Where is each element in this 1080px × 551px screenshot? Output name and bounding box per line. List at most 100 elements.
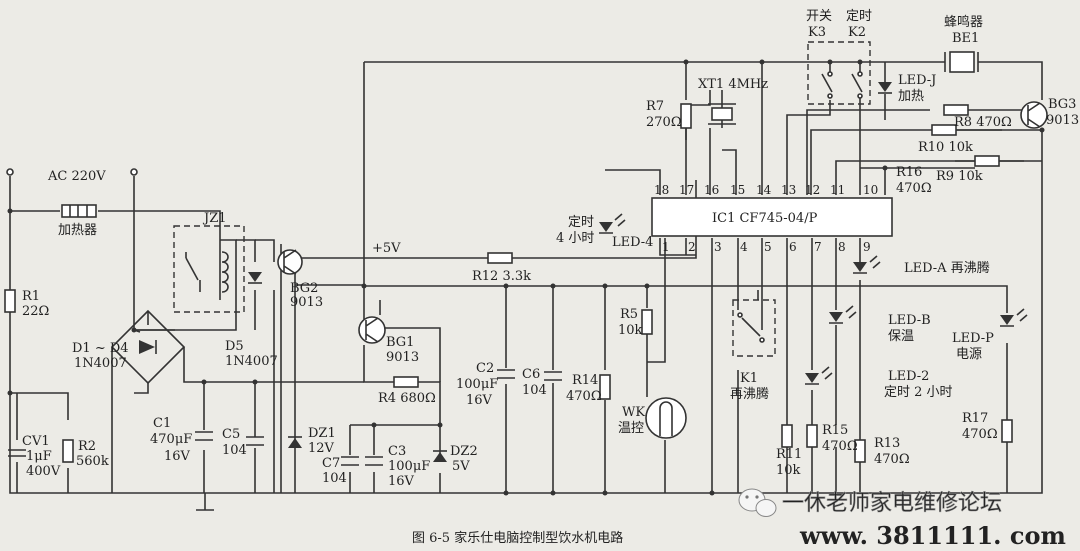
k1-value: 再沸腾 [730,386,769,402]
r10-label: R10 10k [918,140,973,155]
c2-capacitor [497,369,515,379]
plus5v-label: +5V [372,241,401,256]
r17-name: R17 [962,411,988,426]
r13-resistor [854,439,866,463]
be1-buzzer [949,51,975,73]
pin-16: 16 [704,183,719,197]
bg2-name: BG2 [290,281,318,296]
c2-name: C2 [476,361,494,376]
labels: AC 220V 加热器 JZ1 R1 22Ω CV1 1μF 400V R2 5… [22,9,1079,546]
led2-led [805,373,819,383]
ledb-name: LED-B [888,313,931,328]
cv1-voltage: 400V [26,464,61,479]
dz2-name: DZ2 [450,444,478,459]
c3-voltage: 16V [388,474,415,489]
r1-resistor [4,289,16,313]
wiring [9,61,1043,510]
cv1-name: CV1 [22,434,50,449]
wk-name: WK [622,405,645,420]
figure-caption: 图 6-5 家乐仕电脑控制型饮水机电路 [412,530,623,546]
c5-value: 104 [222,443,247,458]
bridge-name: D1 ~ D4 [72,341,129,356]
r11-name: R11 [776,447,802,462]
k1-name: K1 [740,371,758,386]
led4-led [599,222,613,232]
wechat-icon [738,488,777,517]
led2-value: 定时 2 小时 [884,385,953,400]
be1-text2: BE1 [952,31,979,46]
bridge-diode [139,340,155,354]
r9-resistor [974,155,1000,167]
k3-text1: 开关 [806,9,832,24]
pin-11: 11 [830,183,845,197]
pin-8: 8 [838,240,846,254]
wk-thermostat [645,397,687,439]
r14-name: R14 [572,373,598,388]
c7-value: 104 [322,471,347,486]
heater-element [61,204,97,218]
dz2-zener [433,452,447,462]
k1-switch-box [732,299,776,357]
c7-name: C7 [322,456,340,471]
ac-label: AC 220V [47,169,106,184]
relay-box [173,225,245,313]
d5-name: D5 [225,339,244,354]
k3-k2-switch-box [807,41,871,105]
r15-name: R15 [822,423,848,438]
r2-value: 560k [76,454,109,469]
ic1-chip [651,197,893,237]
d5-value: 1N4007 [225,354,278,369]
pin-12: 12 [805,183,820,197]
ic-label: IC1 CF745-04/P [712,211,818,226]
c6-capacitor [544,371,562,381]
r7-value: 270Ω [646,115,682,130]
r14-value: 470Ω [566,389,602,404]
c2-value: 100μF [456,377,498,392]
c1-capacitor [195,431,213,441]
led4-name: LED-4 [612,235,653,250]
pin-7: 7 [814,240,822,254]
leda-led [853,262,867,272]
c6-value: 104 [522,383,547,398]
k3-text2: K3 [808,25,826,40]
c2-voltage: 16V [466,393,493,408]
pin-4: 4 [740,240,748,254]
bg3-value: 9013 [1046,113,1079,128]
pin-13: 13 [781,183,796,197]
terminal-left [6,168,14,176]
pin-9: 9 [863,240,871,254]
pin-10: 10 [863,183,878,197]
r7-name: R7 [646,99,664,114]
r12-resistor [487,252,513,264]
led4-text2: 4 小时 [556,231,594,246]
cv1-value: 1μF [26,449,52,464]
pin-6: 6 [789,240,797,254]
pin-18: 18 [654,183,669,197]
ledj-value: 加热 [898,89,924,104]
r17-value: 470Ω [962,427,998,442]
ledp-led [1000,315,1014,325]
watermark-overlay: 一休老师家电维修论坛 www. 3811111. com [738,488,1066,550]
r13-name: R13 [874,436,900,451]
pin-15: 15 [730,183,745,197]
pin-14: 14 [756,183,772,197]
r8-label: R8 470Ω [954,115,1012,130]
r13-value: 470Ω [874,452,910,467]
c5-capacitor [246,436,264,446]
bridge-value: 1N4007 [74,356,127,371]
dz1-value: 12V [308,441,335,456]
led2-name: LED-2 [888,369,929,384]
pin-17: 17 [679,183,694,197]
ledb-value: 保温 [888,329,914,344]
r4-label: R4 680Ω [378,391,436,406]
bg2-value: 9013 [290,295,323,310]
r17-resistor [1001,419,1013,443]
heater-label: 加热器 [58,223,97,238]
r14-resistor [599,374,611,400]
terminal-right [130,168,138,176]
watermark-text: 一休老师家电维修论坛 [782,491,1002,516]
r5-resistor [641,309,653,335]
bg1-name: BG1 [386,335,414,350]
c6-name: C6 [522,367,540,382]
ledj-led [878,82,892,92]
